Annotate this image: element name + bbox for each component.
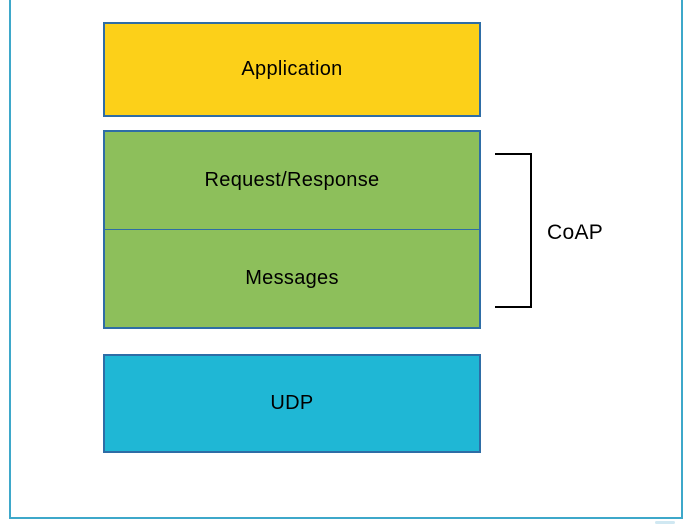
coap-bracket — [495, 153, 532, 308]
layer-udp-label: UDP — [270, 392, 314, 414]
layer-request-response: Request/Response — [105, 132, 479, 229]
layer-messages: Messages — [105, 229, 479, 327]
layer-request-response-label: Request/Response — [204, 169, 380, 191]
render-artifact-smudge — [655, 521, 675, 524]
layer-messages-label: Messages — [245, 267, 339, 289]
slide-frame — [9, 0, 683, 519]
layer-application: Application — [103, 22, 481, 117]
layer-udp: UDP — [103, 354, 481, 453]
layer-group-coap: Request/Response Messages — [103, 130, 481, 329]
coap-bracket-label: CoAP — [547, 221, 604, 244]
layer-application-label: Application — [241, 58, 343, 80]
